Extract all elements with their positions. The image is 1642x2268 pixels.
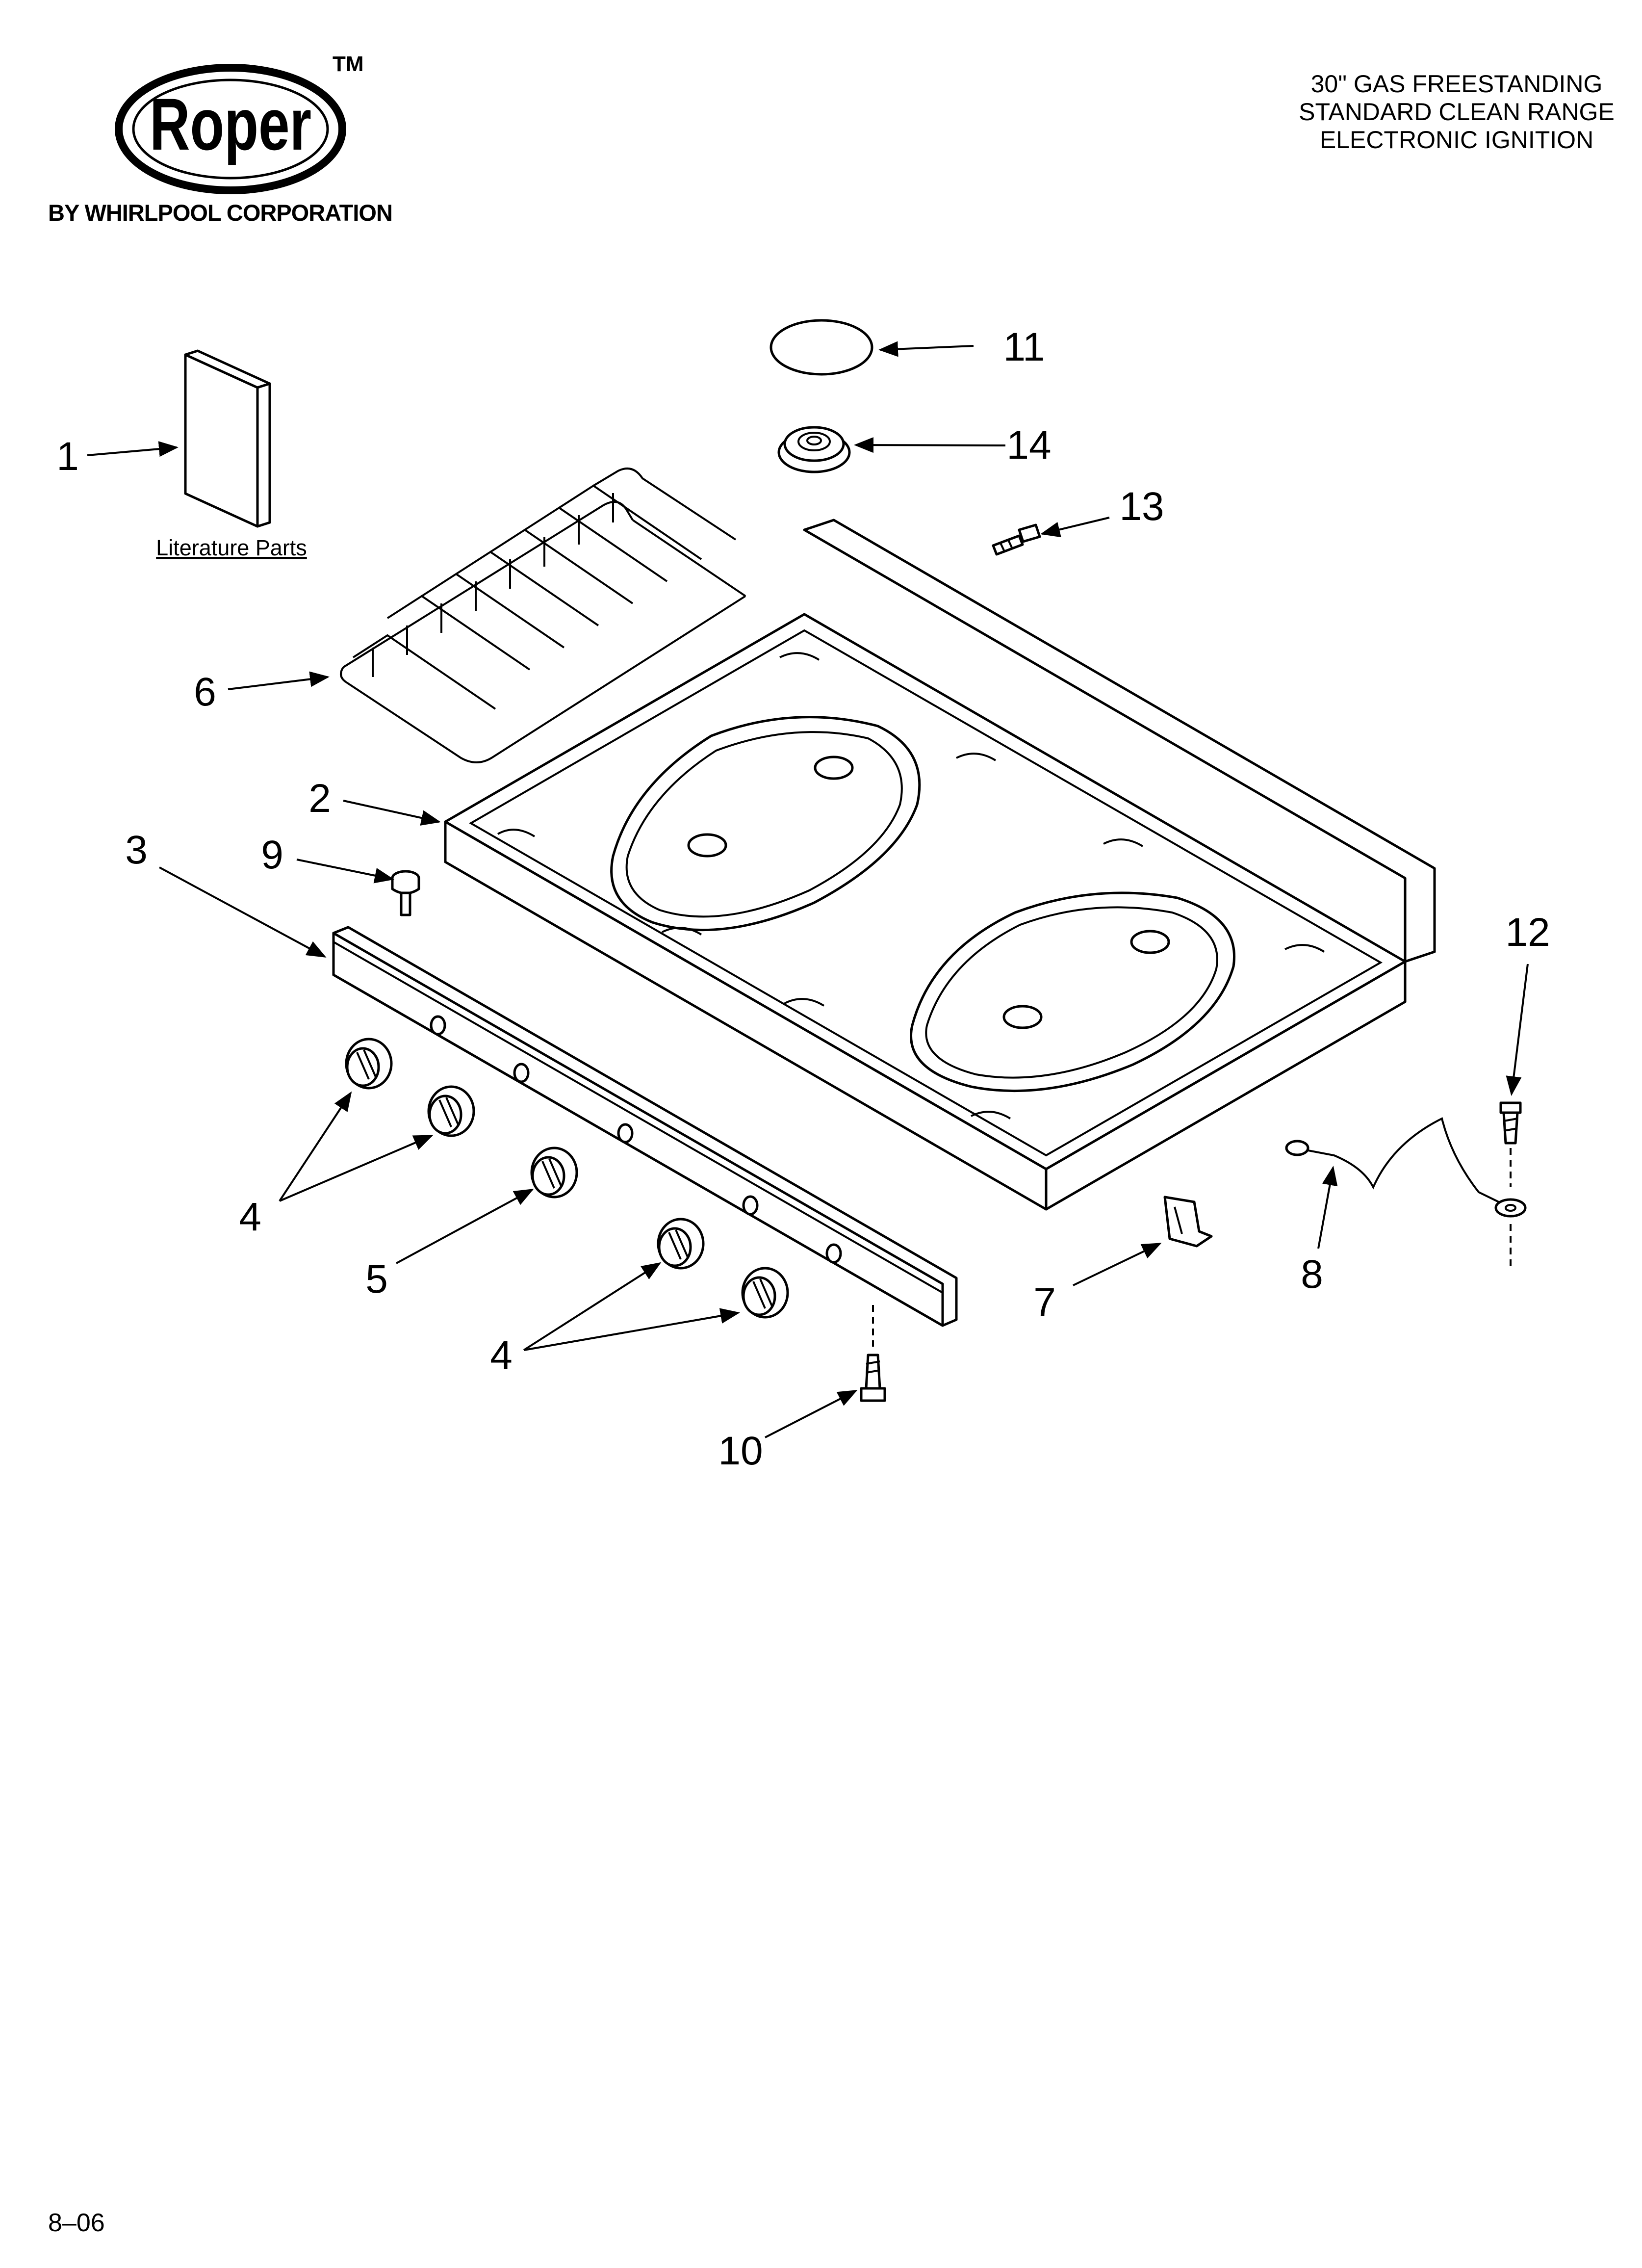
callout-14: 14: [1006, 423, 1051, 468]
callout-10: 10: [718, 1429, 763, 1473]
header-line-3: ELECTRONIC IGNITION: [1320, 126, 1593, 154]
callout-5: 5: [365, 1257, 388, 1302]
knob-2: [427, 1085, 475, 1137]
control-panel: [332, 926, 958, 1327]
knob-4: [741, 1267, 789, 1319]
roper-logo: Roper TM: [115, 52, 364, 194]
callout-7: 7: [1033, 1280, 1056, 1325]
header-line-1: 30" GAS FREESTANDING: [1311, 70, 1603, 98]
knob-5: [530, 1147, 578, 1199]
header-line-2: STANDARD CLEAN RANGE: [1299, 98, 1615, 126]
footer-code: 8–06: [48, 2209, 105, 2237]
screw-13: [992, 523, 1041, 556]
knob-1: [345, 1038, 393, 1090]
callout-3: 3: [125, 828, 148, 872]
literature-parts-label: Literature Parts: [156, 535, 307, 560]
burner-cap: [770, 319, 873, 376]
callout-1: 1: [56, 434, 79, 479]
callout-6: 6: [194, 670, 216, 714]
cooktop-bowl-rear: [610, 716, 921, 932]
clip-7: [1163, 1196, 1213, 1248]
knob-3: [657, 1218, 705, 1270]
bumper-9: [391, 870, 420, 916]
literature-booklet: [184, 349, 271, 528]
trademark-mark: TM: [333, 52, 364, 76]
burner-base: [777, 426, 851, 473]
screw-10: [860, 1305, 886, 1402]
screw-12: [1499, 1101, 1522, 1268]
callout-13: 13: [1119, 484, 1164, 529]
burner-grate: [340, 468, 746, 763]
callout-4a: 4: [239, 1195, 261, 1239]
callout-8: 8: [1301, 1252, 1323, 1297]
callout-12: 12: [1505, 910, 1550, 955]
cooktop: [444, 519, 1436, 1211]
leader-lines: [87, 341, 1529, 1438]
brand-subtitle: BY WHIRLPOOL CORPORATION: [48, 200, 392, 226]
ground-wire-8: [1285, 1117, 1527, 1218]
callout-4b: 4: [490, 1333, 513, 1378]
callout-2: 2: [308, 776, 331, 821]
callout-11: 11: [1003, 325, 1045, 369]
cooktop-bowl-front: [910, 891, 1235, 1093]
logo-wordmark: Roper: [150, 83, 311, 165]
callout-9: 9: [261, 833, 283, 877]
